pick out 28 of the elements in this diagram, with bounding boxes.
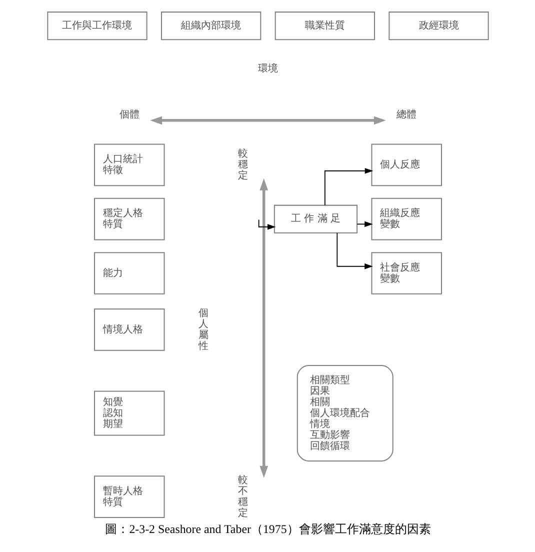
node-text: 個體 xyxy=(118,109,139,120)
arrow xyxy=(356,221,372,228)
arrow xyxy=(258,219,276,230)
node-box: 政經環境 xyxy=(388,12,488,40)
node-box: 能力 xyxy=(93,252,164,294)
node-text: 較不穩定 xyxy=(238,474,248,519)
arrow xyxy=(150,116,386,125)
node-box: 組織內部環境 xyxy=(160,12,261,40)
node-box: 社會反應變數 xyxy=(370,252,442,294)
label: 個人屬性 xyxy=(198,308,208,352)
node-box: 工作與工作環境 xyxy=(46,12,147,40)
node-text: 總體 xyxy=(396,109,416,120)
node-box: 知覺 認知 期望 xyxy=(93,390,164,436)
node-box: 暫時人格特質 xyxy=(93,476,164,518)
node-text: 較穩定 xyxy=(238,148,248,182)
node-box: 工 作 滿 足 xyxy=(273,204,358,234)
node-box: 相關類型 因果 相關 個人環境配合 情境 互動影響 回饋循環 xyxy=(296,365,393,462)
arrow xyxy=(259,178,268,478)
arrow xyxy=(324,168,373,206)
node-box: 穩定人格特質 xyxy=(93,198,164,240)
caption: 圖：2-3-2 Seashore and Taber（1975）會影響工作滿意度的因素 xyxy=(104,522,430,536)
node-box: 職業性質 xyxy=(274,12,374,40)
node-box: 個人反應 xyxy=(370,144,442,186)
label: 環境 xyxy=(258,64,278,75)
node-box: 組織反應變數 xyxy=(370,198,442,240)
arrow xyxy=(336,232,372,270)
node-box: 人口統計特徵 xyxy=(93,144,164,186)
node-box: 情境人格 xyxy=(93,308,164,351)
